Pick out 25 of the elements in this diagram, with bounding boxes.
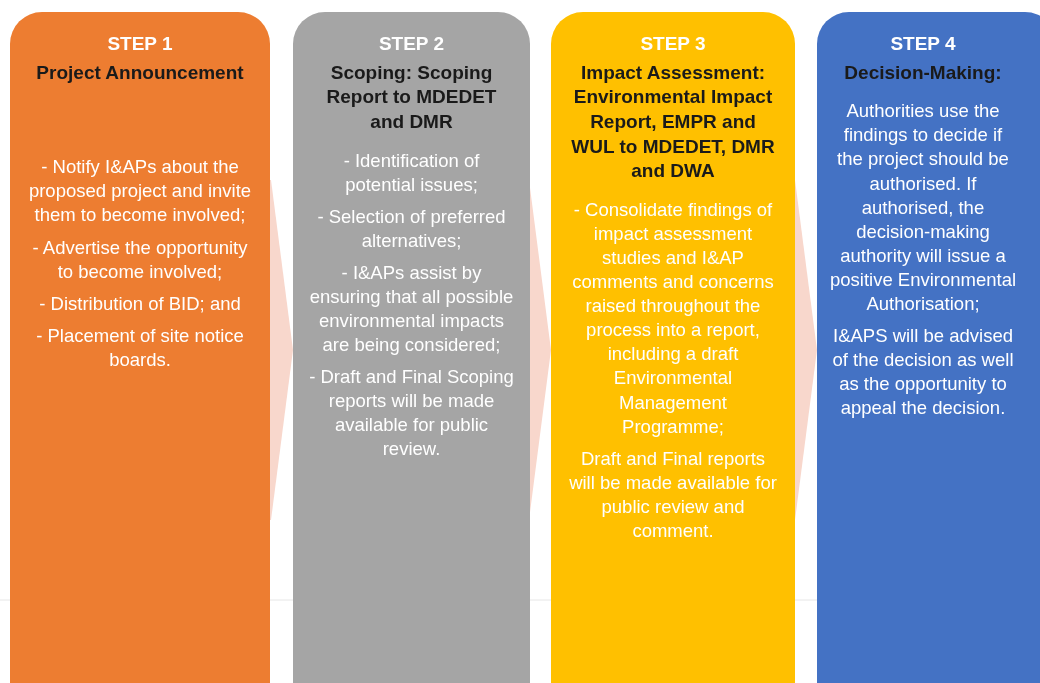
step-description: - Distribution of BID; and: [38, 291, 242, 316]
step-label: STEP 4: [889, 32, 957, 56]
step-description: I&APS will be advised of the decision as well as the opportunity to appeal the decision.: [831, 323, 1015, 420]
step-title: Decision-Making:: [843, 60, 1003, 85]
step-panel: [551, 12, 795, 683]
step-description: - Selection of preferred alternatives;: [316, 204, 507, 253]
step-description: - Consolidate findings of impact assessment studies and I&AP comments and concerns raised throughout the process into a report, including a draft Environmental Management Programme;: [571, 198, 775, 439]
step-panel: [293, 12, 530, 683]
step-label: STEP 1: [106, 32, 174, 56]
step-description: - Notify I&APs about the proposed project and invite them to become involved;: [27, 155, 253, 228]
block-arrow: [270, 180, 293, 520]
step-title: Scoping: Scoping Report to MDEDET and DMR: [325, 60, 498, 135]
step-description: Draft and Final reports will be made available for public review and comment.: [568, 446, 778, 543]
step-title: Impact Assessment: Environmental Impact Report, EMPR and WUL to MDEDET, DMR and DWA: [570, 60, 776, 184]
step-label: STEP 3: [639, 32, 707, 56]
step-description: - Advertise the opportunity to become involved;: [31, 235, 249, 284]
step-title: Project Announcement: [35, 60, 245, 85]
step-description: - Identification of potential issues;: [342, 148, 481, 197]
step-description: - I&APs assist by ensuring that all possible environmental impacts are being considered;: [309, 260, 514, 358]
step-label: STEP 2: [377, 32, 446, 56]
step-description: Authorities use the findings to decide if the project should be authorised. If authorised, the decision-making authority will issue a positive Environmental Authorisation;: [829, 99, 1017, 316]
step-panel: [817, 12, 1040, 683]
step-panel: [10, 12, 270, 683]
step-description: - Placement of site notice boards.: [35, 323, 245, 372]
step-description: - Draft and Final Scoping reports will be made available for public review.: [309, 365, 514, 462]
